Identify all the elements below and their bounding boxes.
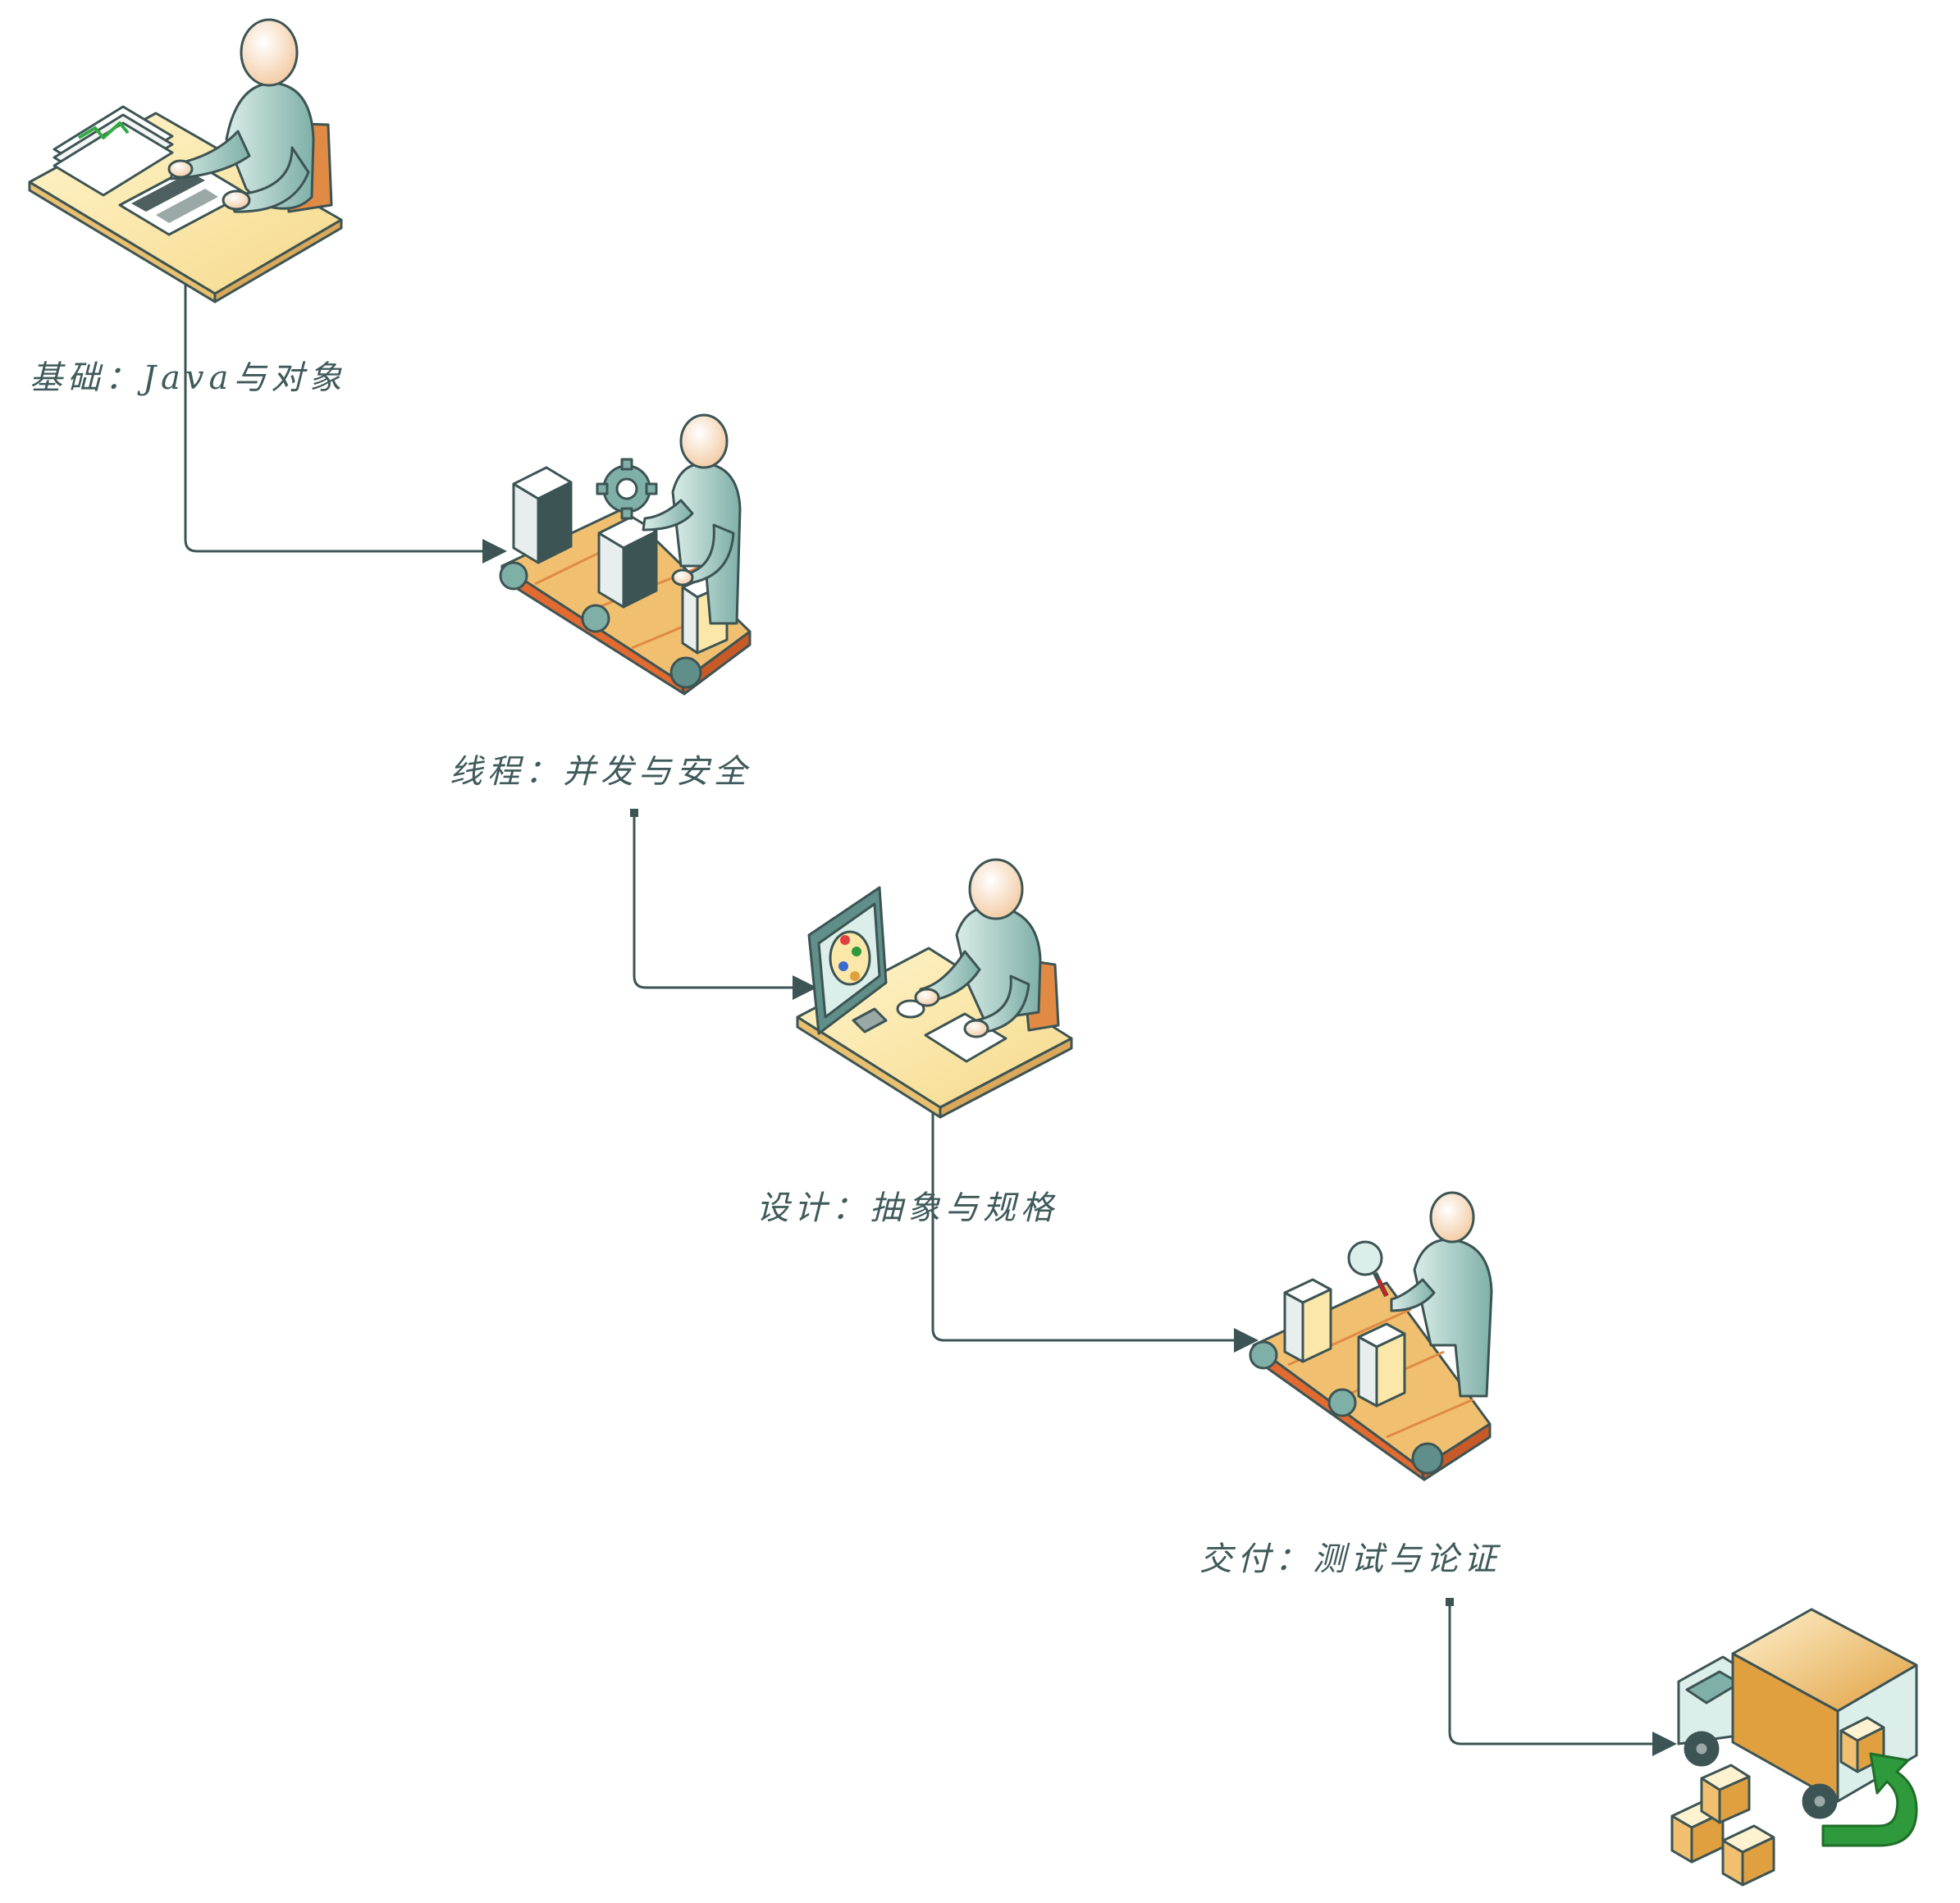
conveyor-assembler-icon	[499, 413, 752, 696]
conveyor-inspector-icon	[1249, 1191, 1493, 1481]
connector-2-3	[630, 809, 817, 1000]
computer-designer-icon	[796, 858, 1073, 1119]
connector-1-2	[181, 272, 507, 564]
desk-worker-icon	[28, 18, 343, 303]
stage-label-design: 设计：抽象与规格	[756, 1189, 1058, 1227]
delivery-truck-icon	[1670, 1608, 1918, 1887]
return-arrow-icon	[1821, 1752, 1918, 1847]
package-stack-icon	[1670, 1764, 1775, 1887]
connector-4-5	[1446, 1598, 1677, 1756]
stage-label-delivery: 交付：测试与论证	[1199, 1540, 1501, 1578]
stage-label-threads: 线程：并发与安全	[450, 753, 752, 791]
stage-label-foundation: 基础：Java与对象	[30, 359, 347, 397]
